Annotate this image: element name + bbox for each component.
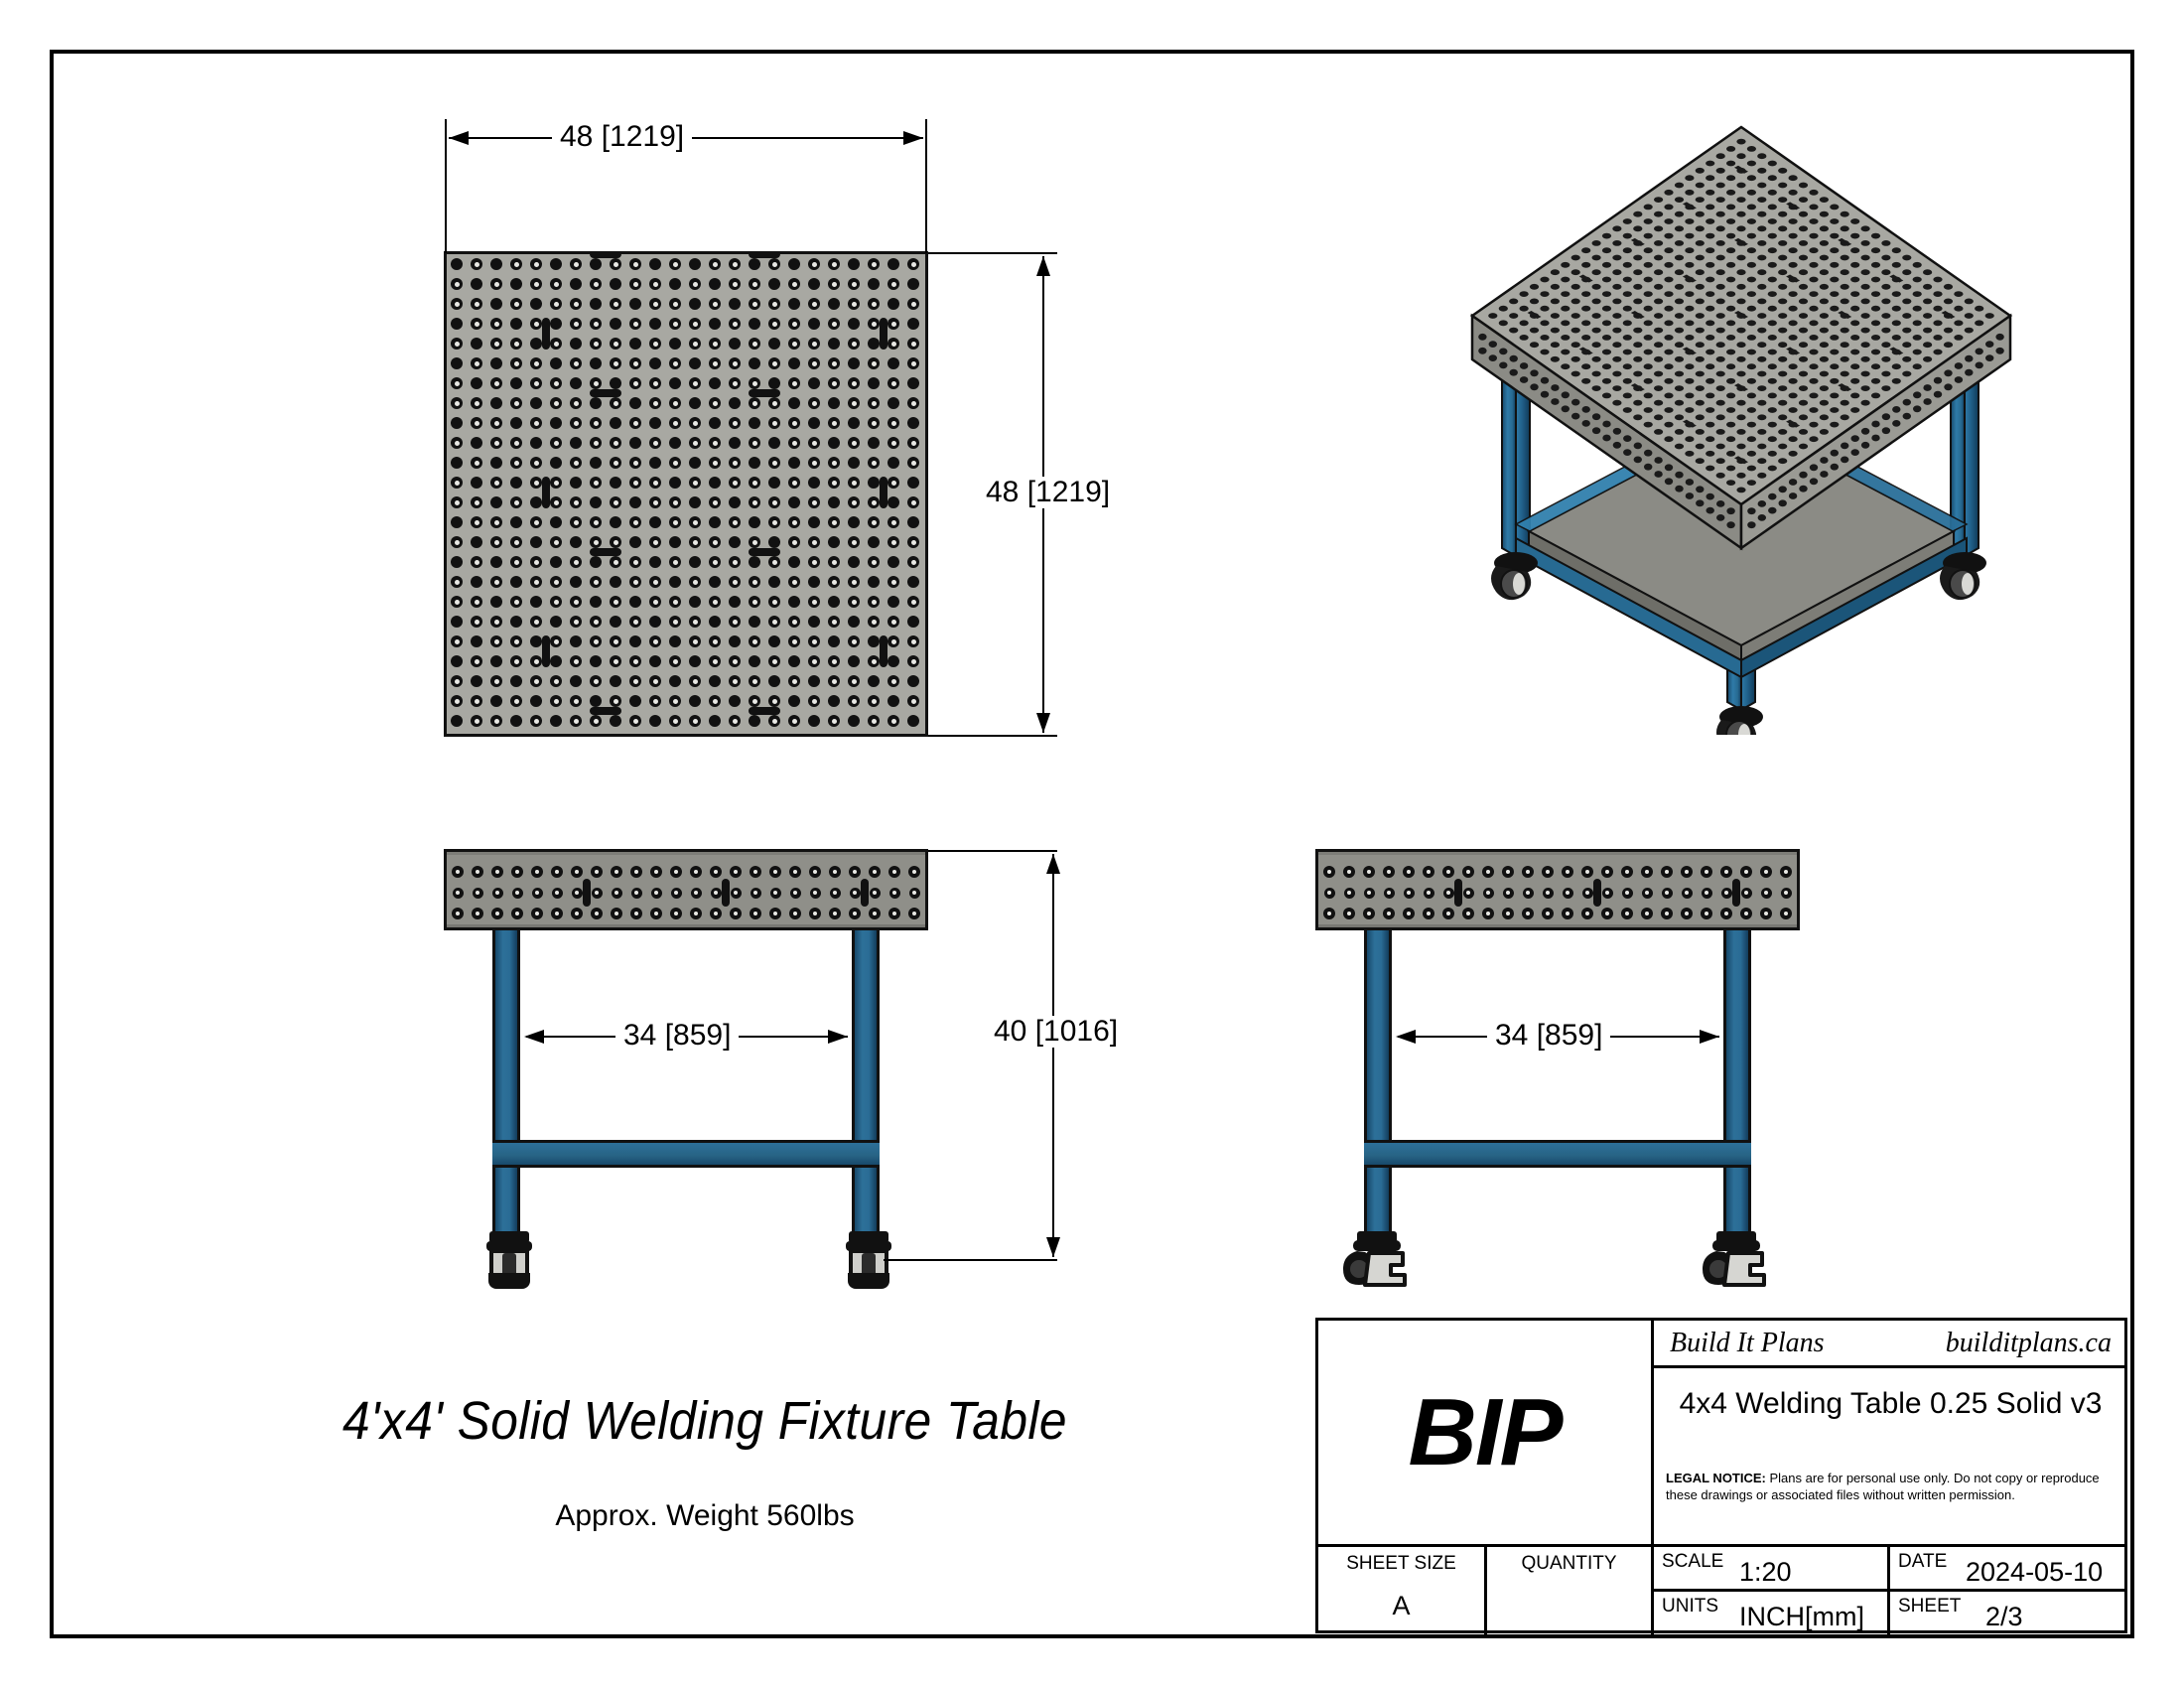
arrow-right-icon xyxy=(1700,1030,1719,1044)
ext-line-upper xyxy=(928,252,1057,254)
iso-table-top xyxy=(1469,125,2013,551)
arrow-up-icon xyxy=(1036,256,1050,276)
top-view-hole-grid xyxy=(447,254,925,734)
dimension-top-depth-label: 48 [1219] xyxy=(978,477,1119,508)
sheet-size-value: A xyxy=(1392,1591,1411,1620)
scale-label: SCALE xyxy=(1662,1551,1724,1572)
dimension-right-inner-width-label: 34 [859] xyxy=(1487,1020,1611,1052)
arrow-up-icon xyxy=(1046,854,1060,874)
iso-caster-left xyxy=(1491,552,1538,601)
bip-logo: BIP xyxy=(1408,1378,1563,1485)
brand-row: Build It Plans builditplans.ca xyxy=(1654,1321,2127,1368)
sheet-border xyxy=(50,50,2134,1638)
ext-line-left xyxy=(445,119,447,253)
sheet-label: SHEET xyxy=(1898,1596,1962,1617)
iso-top-hole-pattern xyxy=(1488,138,1994,493)
isometric-svg xyxy=(1469,125,2013,755)
right-elevation-top-slab xyxy=(1315,849,1800,930)
quantity-cell: QUANTITY xyxy=(1487,1547,1654,1636)
arrow-down-icon xyxy=(1036,713,1050,733)
dimension-front-inner-width-label: 34 [859] xyxy=(615,1020,740,1052)
quantity-label: QUANTITY xyxy=(1521,1553,1617,1574)
weight-note: Approx. Weight 560lbs xyxy=(555,1499,855,1532)
isometric-view xyxy=(1444,119,2139,755)
ext-line-lower xyxy=(928,735,1057,737)
scale-value: 1:20 xyxy=(1739,1557,1792,1587)
right-leg-left xyxy=(1364,930,1392,1238)
page-title: 4'x4' Solid Welding Fixture Table xyxy=(341,1391,1068,1451)
iso-right-side-hole-pattern xyxy=(1747,333,2004,529)
ext-line-upper xyxy=(928,850,1057,852)
top-view-plate xyxy=(444,251,928,737)
dimension-overall-height-label: 40 [1016] xyxy=(986,1016,1127,1048)
units-value: INCH[mm] xyxy=(1739,1602,1864,1631)
arrow-left-icon xyxy=(1396,1030,1416,1044)
units-label: UNITS xyxy=(1662,1596,1718,1617)
date-label: DATE xyxy=(1898,1551,1948,1572)
legal-notice-label: LEGAL NOTICE: xyxy=(1666,1471,1766,1485)
right-leg-right xyxy=(1723,930,1751,1238)
front-cross-brace xyxy=(492,1140,880,1168)
iso-leg-left xyxy=(1501,348,1531,558)
sheet-size-label: SHEET SIZE xyxy=(1346,1553,1456,1574)
sheet-cell: SHEET 2/3 xyxy=(1890,1592,2127,1636)
arrow-left-icon xyxy=(449,131,469,145)
website-link[interactable]: builditplans.ca xyxy=(1945,1327,2112,1358)
legal-notice-text: Plans are for personal use only. Do not … xyxy=(1666,1471,2100,1502)
ext-line-right xyxy=(925,119,927,253)
sheet-size-cell: SHEET SIZE A xyxy=(1318,1547,1487,1636)
part-name-row: 4x4 Welding Table 0.25 Solid v3 xyxy=(1654,1368,2127,1440)
scale-cell: SCALE 1:20 xyxy=(1654,1547,1890,1592)
date-value: 2024-05-10 xyxy=(1966,1557,2104,1587)
arrow-right-icon xyxy=(828,1030,848,1044)
title-block-bottom-row: SHEET SIZE A QUANTITY SCALE 1:20 DATE 20… xyxy=(1318,1544,2127,1636)
dim-line xyxy=(1052,854,1054,1257)
arrow-right-icon xyxy=(903,131,923,145)
front-leg-left xyxy=(492,930,520,1238)
company-name: Build It Plans xyxy=(1670,1327,1825,1358)
front-leg-right xyxy=(852,930,880,1238)
legal-notice: LEGAL NOTICE: Plans are for personal use… xyxy=(1654,1470,2127,1541)
iso-leg-right xyxy=(1950,348,1979,558)
part-name: 4x4 Welding Table 0.25 Solid v3 xyxy=(1679,1387,2103,1420)
iso-left-side-hole-pattern xyxy=(1478,333,1735,529)
arrow-left-icon xyxy=(524,1030,544,1044)
iso-caster-right xyxy=(1940,552,1986,601)
ext-line-lower xyxy=(884,1259,1057,1261)
units-cell: UNITS INCH[mm] xyxy=(1654,1592,1890,1636)
logo-cell: BIP xyxy=(1318,1321,1654,1544)
sheet-value: 2/3 xyxy=(1985,1602,2023,1631)
right-cross-brace xyxy=(1364,1140,1751,1168)
iso-caster-front xyxy=(1716,706,1763,755)
date-cell: DATE 2024-05-10 xyxy=(1890,1547,2127,1592)
title-block: BIP Build It Plans builditplans.ca 4x4 W… xyxy=(1315,1318,2127,1636)
dimension-top-width-label: 48 [1219] xyxy=(552,121,693,153)
front-elevation-top-slab xyxy=(444,849,928,930)
arrow-down-icon xyxy=(1046,1237,1060,1257)
